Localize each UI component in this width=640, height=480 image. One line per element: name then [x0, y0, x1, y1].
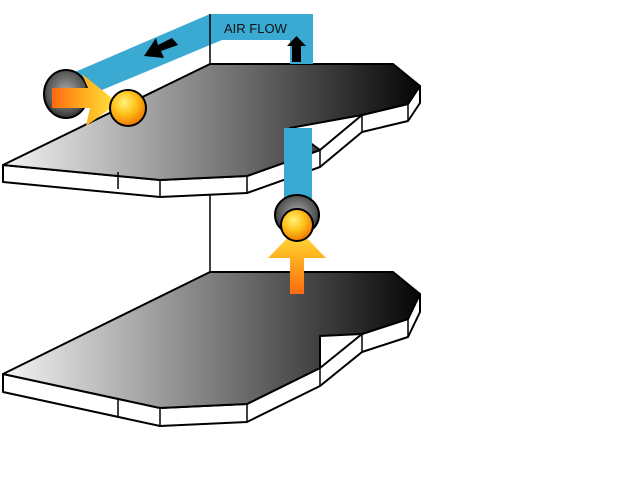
airflow-arrow-icon: [144, 38, 178, 58]
airflow-arrow-icon: [287, 36, 306, 62]
airflow-label: AIR FLOW: [224, 21, 288, 36]
heat-arrow-icon: [268, 228, 326, 294]
heat-ball-icon: [109, 89, 147, 127]
lower-plate: [2, 271, 421, 427]
heat-ball-icon: [280, 208, 314, 242]
air-duct: [68, 14, 313, 202]
heat-arrow-icon: [52, 74, 118, 126]
upper-vent-assembly: [43, 69, 147, 127]
upper-plate: [2, 63, 421, 198]
lower-vent-assembly: [268, 194, 326, 294]
